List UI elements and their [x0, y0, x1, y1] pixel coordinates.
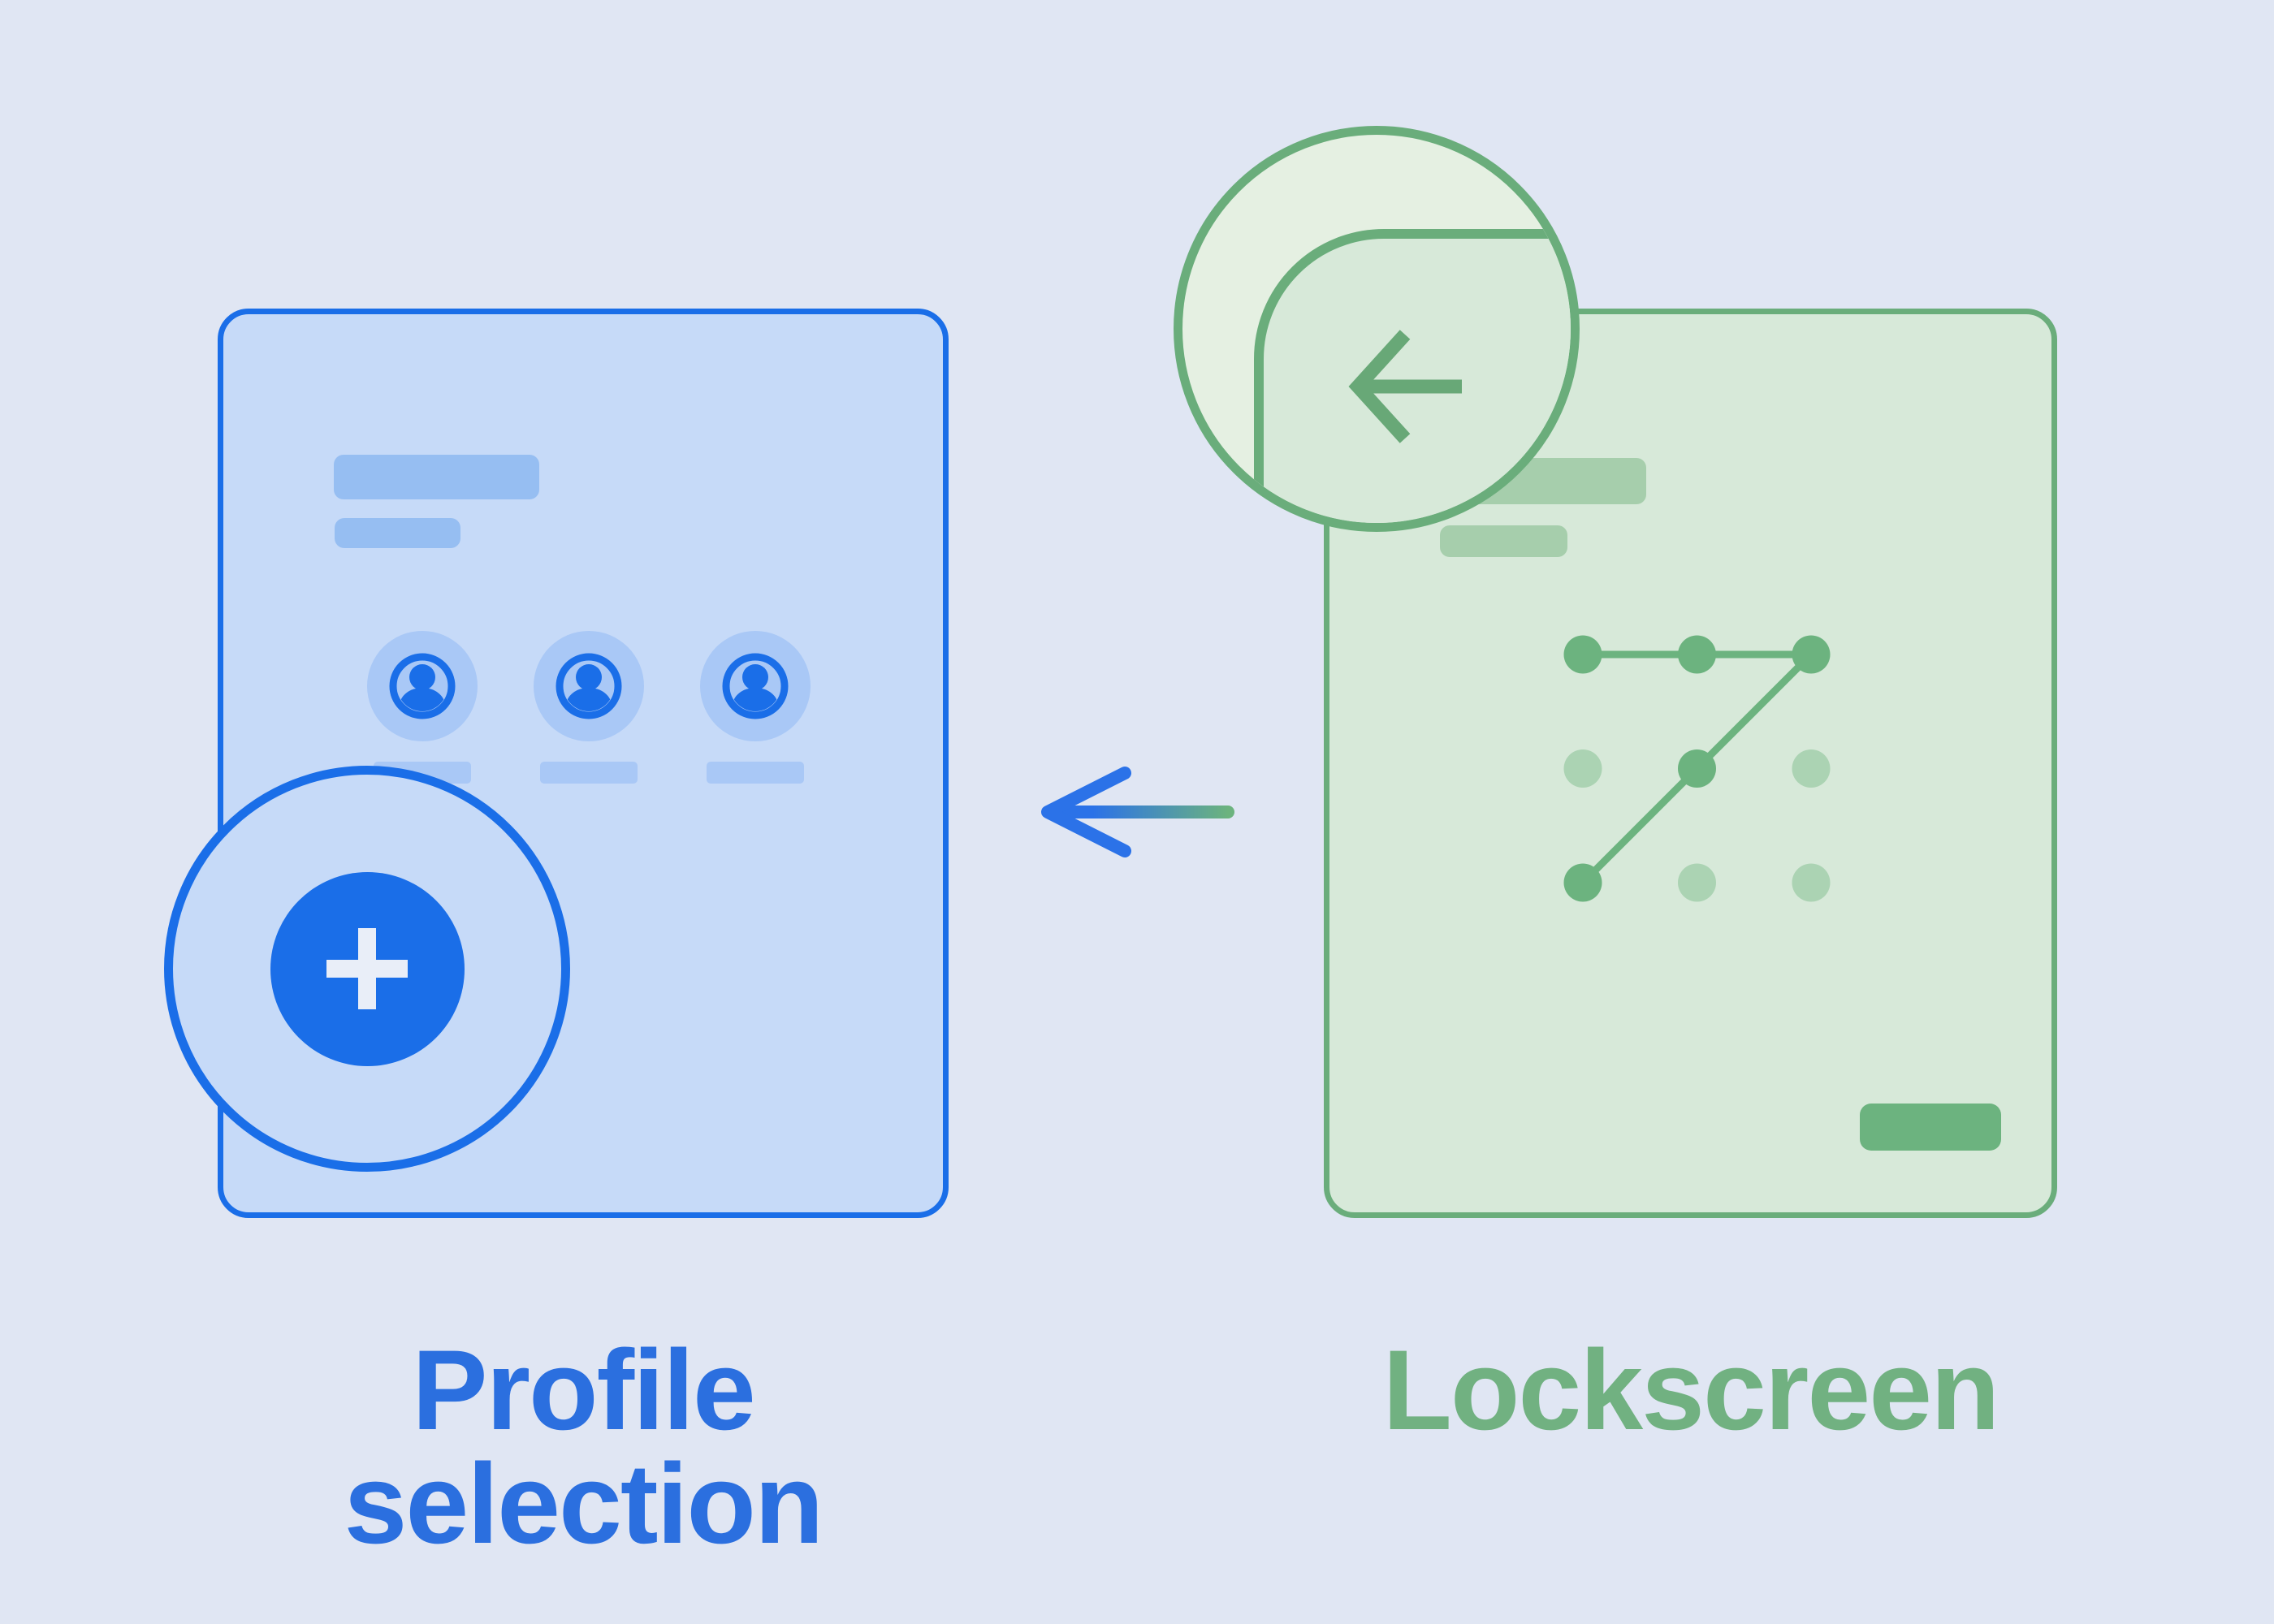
- pattern-connection-line: [1579, 765, 1701, 887]
- pattern-dot: [1678, 863, 1716, 902]
- profile-item: [700, 631, 811, 784]
- pattern-dot: [1792, 635, 1831, 674]
- left-arrow-icon: [1041, 767, 1234, 857]
- profile-avatar[interactable]: [700, 631, 811, 741]
- profile-selection-label: Profile selection: [344, 1326, 824, 1567]
- profile-name-placeholder: [707, 762, 804, 784]
- add-profile-button[interactable]: [270, 871, 465, 1066]
- pattern-dot: [1678, 635, 1716, 674]
- pattern-dot: [1563, 635, 1602, 674]
- pattern-dot: [1563, 863, 1602, 902]
- person-icon: [389, 653, 456, 719]
- profile-item: [367, 631, 478, 784]
- pattern-dot: [1563, 749, 1602, 788]
- lockscreen-action-button[interactable]: [1860, 1104, 2001, 1151]
- subtitle-placeholder-bar: [335, 518, 460, 548]
- title-placeholder-bar: [334, 455, 539, 499]
- pattern-dot: [1678, 749, 1716, 788]
- pattern-connection-line: [1693, 650, 1815, 772]
- avatar-row: [367, 631, 811, 784]
- add-profile-magnifier: [164, 766, 570, 1172]
- lockscreen-label: Lockscreen: [1382, 1326, 1999, 1453]
- back-button-magnifier: [1174, 126, 1580, 532]
- pattern-lock: [1563, 635, 1831, 902]
- pattern-dot: [1792, 749, 1831, 788]
- magnified-card-corner: [1254, 229, 1571, 523]
- profile-item: [534, 631, 644, 784]
- profile-name-placeholder: [540, 762, 638, 784]
- back-arrow-icon[interactable]: [1340, 321, 1478, 449]
- pattern-dot: [1792, 863, 1831, 902]
- person-icon: [556, 653, 622, 719]
- profile-avatar[interactable]: [367, 631, 478, 741]
- subtitle-placeholder-bar: [1440, 525, 1567, 557]
- plus-icon: [326, 928, 408, 1009]
- person-icon: [722, 653, 789, 719]
- profile-avatar[interactable]: [534, 631, 644, 741]
